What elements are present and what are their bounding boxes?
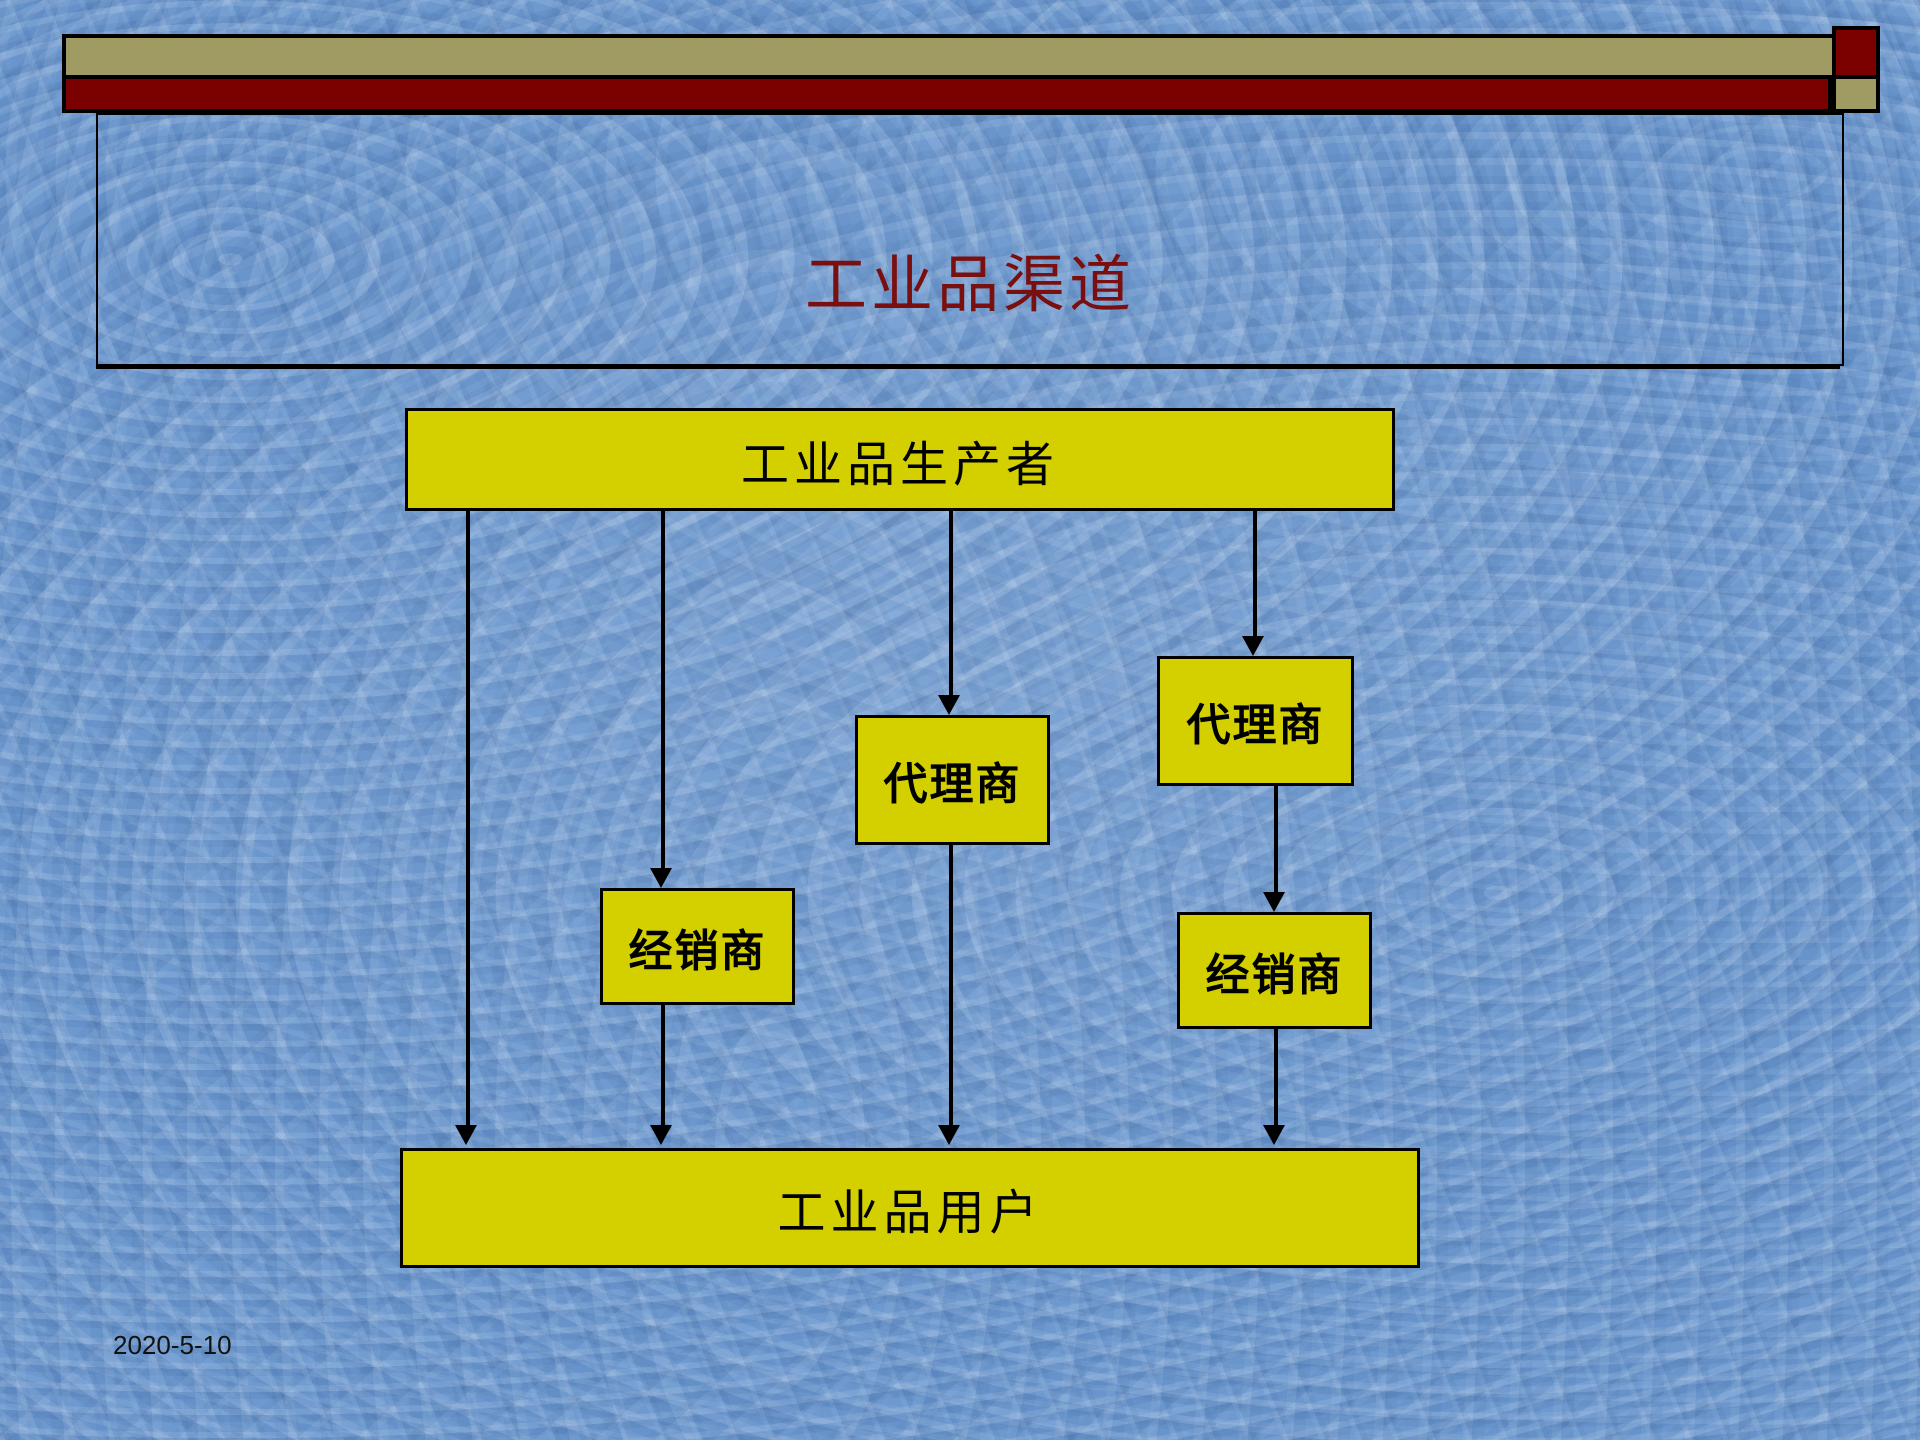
connector-agent-right-to-dealer-right — [1274, 786, 1278, 892]
arrowhead-agent-right-to-dealer-right — [1263, 892, 1285, 912]
connector-producer-to-dealer-left — [661, 511, 665, 868]
arrowhead-agent-mid-to-user — [938, 1125, 960, 1145]
arrowhead-producer-to-dealer-left — [650, 868, 672, 888]
page-title: 工业品渠道 — [804, 252, 1135, 320]
connector-agent-mid-to-user — [949, 845, 953, 1125]
header-red-band — [62, 75, 1832, 113]
connector-producer-to-user — [466, 511, 470, 1125]
arrowhead-dealer-right-to-user — [1263, 1125, 1285, 1145]
node-agent-right[interactable]: 代理商 — [1157, 656, 1354, 786]
arrowhead-producer-to-agent-right — [1242, 636, 1264, 656]
connector-producer-to-agent-mid — [949, 511, 953, 695]
node-producer[interactable]: 工业品生产者 — [405, 408, 1395, 511]
node-agent-middle[interactable]: 代理商 — [855, 715, 1050, 845]
title-frame — [96, 113, 1844, 366]
node-dealer-left[interactable]: 经销商 — [600, 888, 795, 1005]
title-divider — [96, 366, 1840, 369]
connector-producer-to-agent-right — [1253, 511, 1257, 636]
node-dealer-right[interactable]: 经销商 — [1177, 912, 1372, 1029]
connector-dealer-left-to-user — [661, 1005, 665, 1125]
node-user[interactable]: 工业品用户 — [400, 1148, 1420, 1268]
date-stamp: 2020-5-10 — [113, 1330, 232, 1360]
header-decoration — [0, 0, 1920, 130]
arrowhead-producer-to-user — [455, 1125, 477, 1145]
header-tan-endcap — [1832, 75, 1880, 113]
arrowhead-dealer-left-to-user — [650, 1125, 672, 1145]
connector-dealer-right-to-user — [1274, 1029, 1278, 1125]
header-red-endcap — [1832, 26, 1880, 79]
arrowhead-producer-to-agent-mid — [938, 695, 960, 715]
